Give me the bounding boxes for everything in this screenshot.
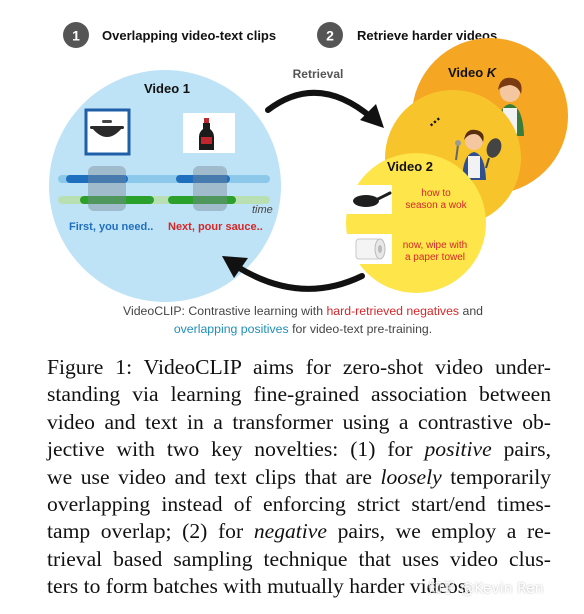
overlap-window-1 xyxy=(88,166,126,211)
video-k-title: Video K xyxy=(448,65,498,80)
text-clip-1: First, you need.. xyxy=(69,221,153,233)
figure-caption: Figure 1: VideoCLIP aims for zero-shot v… xyxy=(47,354,551,601)
video-2-title: Video 2 xyxy=(387,159,433,174)
subcaption-line-2: overlapping positives for video-text pre… xyxy=(174,322,432,336)
step-2-label: Retrieve harder videos xyxy=(357,28,497,43)
caption-line: standing via learning fine-grained assoc… xyxy=(47,382,551,407)
caption-line: Figure 1: VideoCLIP aims for zero-shot v… xyxy=(47,355,551,379)
caption-italic-term: positive xyxy=(424,437,492,462)
overlap-window-2 xyxy=(193,166,227,211)
caption-line: ters to form batches with mutually harde… xyxy=(47,574,472,599)
caption-text: temporarily xyxy=(441,464,551,489)
text-clip-bar-2 xyxy=(168,196,236,204)
retrieval-arrow xyxy=(265,89,375,121)
step-1-label: Overlapping video-text clips xyxy=(102,28,276,43)
caption-text: pairs, xyxy=(491,437,551,462)
video-1-circle xyxy=(49,70,281,302)
caption-text: jective with two key novelties: (1) for xyxy=(47,437,425,462)
step-2-badge xyxy=(317,22,343,48)
text-clip-2: Next, pour sauce.. xyxy=(168,221,263,233)
video-2-circle xyxy=(346,153,486,293)
paper-towel-icon xyxy=(355,238,386,260)
video-2-item-2-line-2: a paper towel xyxy=(405,252,465,263)
video-clip-bar-2 xyxy=(176,175,230,183)
frying-pan-icon xyxy=(353,191,392,207)
caption-line: tamp overlap; (2) for negative pairs, we… xyxy=(47,518,551,545)
caption-line: jective with two key novelties: (1) for … xyxy=(47,436,551,463)
caption-text: we use video and text clips that are xyxy=(47,464,381,489)
retrieval-arrowhead xyxy=(360,104,384,128)
step-1-badge xyxy=(63,22,89,48)
step-2-number: 2 xyxy=(326,28,334,44)
video-2-item-1-line-1: how to xyxy=(421,188,451,199)
caption-text: pairs, we employ a re- xyxy=(326,519,551,544)
caption-line: video and text in a transformer using a … xyxy=(47,409,551,434)
figure-diagram: 1 Overlapping video-text clips 2 Retriev… xyxy=(49,22,568,336)
subcaption-line-1: VideoCLIP: Contrastive learning with har… xyxy=(123,304,483,318)
video-2-item-2-line-1: now, wipe with xyxy=(403,240,467,251)
caption-italic-term: negative xyxy=(253,519,327,544)
video-clip-bar-1 xyxy=(66,175,128,183)
video-2-item-1-line-2: season a wok xyxy=(405,200,467,211)
caption-line: overlapping instead of enforcing strict … xyxy=(47,492,551,517)
retrieval-label: Retrieval xyxy=(293,67,344,81)
boy-chef-icon xyxy=(455,129,502,180)
soy-sauce-bottle-icon xyxy=(199,118,214,150)
return-arrow xyxy=(233,263,365,292)
video-1-title: Video 1 xyxy=(144,81,190,96)
wok-icon xyxy=(90,120,124,137)
text-clip-bar-1 xyxy=(80,196,154,204)
time-axis-label: time xyxy=(252,204,273,216)
caption-text: tamp overlap; (2) for xyxy=(47,519,254,544)
watermark: 知乎 @Kevin Ren xyxy=(428,581,544,597)
caption-line: trieval based sampling technique that us… xyxy=(47,546,551,571)
step-1-number: 1 xyxy=(72,28,80,44)
caption-line: we use video and text clips that are loo… xyxy=(47,464,551,491)
return-arrowhead xyxy=(222,256,248,278)
caption-italic-term: loosely xyxy=(380,464,442,489)
